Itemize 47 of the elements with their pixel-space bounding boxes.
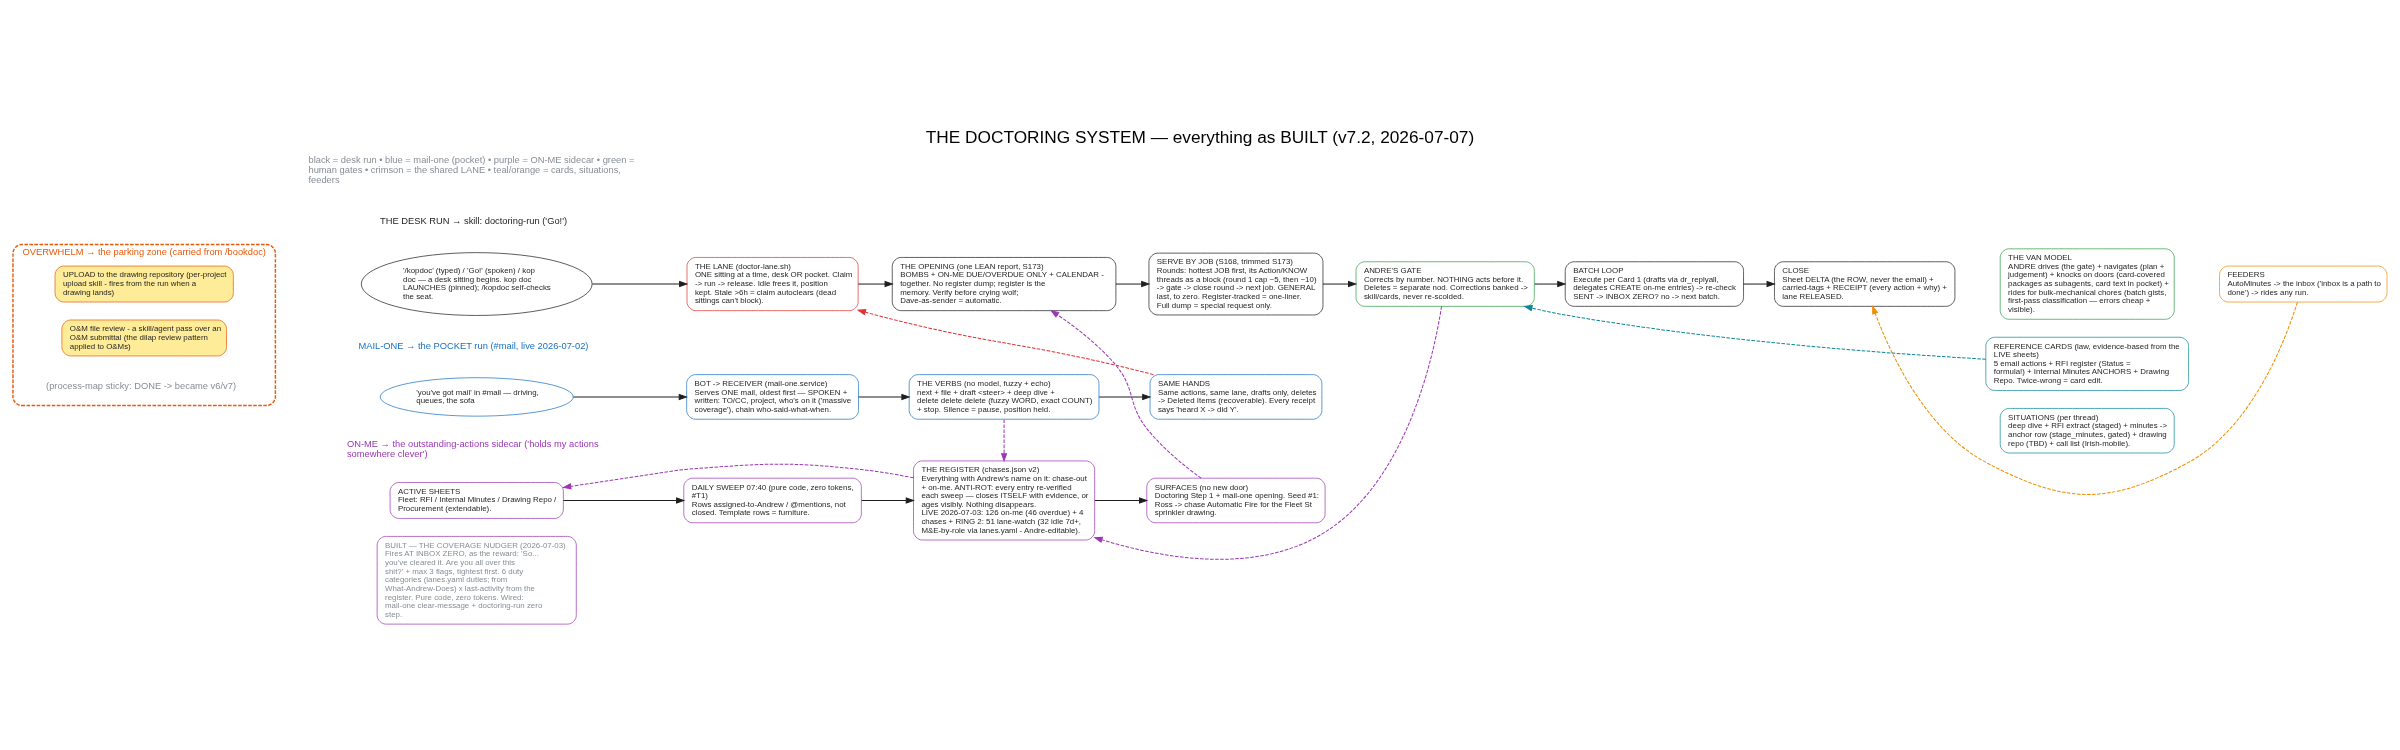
label: black = desk run • blue = mail-one (pocket) • purple = ON-ME sidecar • green = human gates • crimson = the shared LANE • teal/orange = cards, situations, feeders <box>308 154 635 185</box>
node-box: THE LANE (doctor-lane.sh) ONE sitting at a time, desk OR pocket. Claim -> run -> release. Idle frees it, position kept. Stale >6h = claim autoclears (dead sittings can't block). <box>686 257 859 311</box>
arrow <box>562 463 914 490</box>
node-box: SAME HANDS Same actions, same lane, drafts only, deletes -> Deleted Items (recoverable). Every receipt says 'heard X -> did Y'. <box>1149 374 1323 420</box>
label: THE DESK RUN → skill: doctoring-run ('Go!') <box>380 215 568 226</box>
node-box: BOT -> RECEIVER (mail-one.service) Serves ONE mail, oldest first — SPOKEN + written: TO/CC, project, who's on it ('massive coverage'), chain who-said-what-when. <box>686 374 859 420</box>
node-box: REFERENCE CARDS (law, evidence-based from the LIVE sheets) 5 email actions + RFI register (Status = formula!) + Internal Minutes ANCHORS + Drawing Repo. Twice-wrong = card edit. <box>1985 336 2189 391</box>
node-ellipse: '/kopdoc' (typed) / 'Go!' (spoken) / kop doc — a desk sitting begins. kop doc LAUNCHES (pinned); /kopdoc self-checks the seat. <box>360 252 593 316</box>
node-ellipse: 'you've got mail' in #mail — driving, queues, the sofa <box>379 377 574 417</box>
arrow <box>1115 280 1151 288</box>
arrow <box>1098 393 1152 401</box>
node-box: ACTIVE SHEETS Fleet: RFI / Internal Minutes / Drawing Repo / Procurement (extendable). <box>389 482 564 519</box>
node-box: SURFACES (no new door) Doctoring Step 1 + mail-one opening. Seed #1: Ross -> chase Automatic Fire for the Fleet St sprinkler drawing. <box>1146 477 1326 524</box>
label: ON-ME → the outstanding-actions sidecar ('holds my actions somewhere clever') <box>346 438 599 459</box>
node-box: THE VAN MODEL ANDRE drives (the gate) + navigates (plan + judgement) + knocks on doors (card-covered packages as subagents, card text in pocket) + rides for bulk-mechanical chores (batch gists, first-pass classification — errors cheap + visible). <box>1999 248 2175 320</box>
node-box: O&M file review - a skill/agent pass over an O&M submittal (the dilap review pattern applied to O&Ms) <box>61 319 227 357</box>
arrow <box>591 280 689 288</box>
node-box: BATCH LOOP Execute per Card 1 (drafts via dr_replyall, delegates CREATE on-me entries) -> re-check SENT -> INBOX ZERO? no -> next batch. <box>1564 261 1744 307</box>
node-box: CLOSE Sheet DELTA (the ROW, never the email) + carried-tags + RECEIPT (every action + why) + lane RELEASED. <box>1774 261 1956 307</box>
arrow <box>856 309 1155 376</box>
arrow <box>562 497 686 504</box>
arrow <box>572 393 688 401</box>
diagram-title: THE DOCTORING SYSTEM — everything as BUILT (v7.2, 2026-07-07) <box>925 126 1475 147</box>
arrow <box>1094 497 1149 504</box>
node-box: THE REGISTER (chases.json v2) Everything with Andrew's name on it: chase-out + on-me. ANTI-ROT: every entry re-verified each sweep — closes ITSELF with evidence, or ages visibly. Nothing disappears. LIVE 2026-07-03: 126 on-me (46 overdue) + 4 chases + RING 2: 51 lane-watch (32 idle 7d+, M&E-by-role via lanes.yaml - Andre-editable). <box>913 460 1096 541</box>
arrow <box>857 280 894 288</box>
node-box: THE OPENING (one LEAN report, S173) BOMBS + ON-ME DUE/OVERDUE ONLY + CALENDAR - together. No register dump; register is the memory. Verify before crying wolf; Dave-as-sender = automatic. <box>891 257 1117 311</box>
arrow <box>1743 280 1776 288</box>
arrow <box>1872 301 2298 495</box>
arrow <box>1093 305 1443 560</box>
arrow <box>1523 305 1987 360</box>
node-box: FEEDERS AutoMinutes -> the inbox ('inbox is a path to done') -> rides any run. <box>2219 265 2388 303</box>
node-box: SERVE BY JOB (S168, trimmed S173) Rounds: hottest JOB first, its Action/KNOW threads as a block (round 1 cap ~5, then ~10) -> gate -> close round -> next job. GENERAL last, to zero. Register-tracked = one-liner. Full dump = special request only. <box>1148 252 1324 316</box>
node-box: SITUATIONS (per thread) deep dive + RFI extract (staged) + minutes -> anchor row (stage_minutes, gated) + drawing repo (TBD) + call list (Irish-mobile). <box>1999 408 2175 454</box>
arrow <box>1322 280 1358 288</box>
label: (process-map sticky: DONE -> became v6/v7) <box>46 381 237 392</box>
node-box: BUILT — THE COVERAGE NUDGER (2026-07-03) Fires AT INBOX ZERO, as the reward: 'So... you've cleared it. Are you all over this shit?' + max 3 flags, tightest first. 6 duty categories (lanes.yaml duties; from What-Andrew-Does) x last-activity from the register. Pure code, zero tokens. Wired: mail-one clear-message + doctoring-run zero step. <box>376 536 577 625</box>
arrow <box>1050 309 1202 479</box>
arrow <box>861 497 915 504</box>
arrow <box>1534 280 1567 288</box>
node-box: THE VERBS (no model, fuzzy + echo) next + file + draft <steer> + deep dive + delete delete delete (fuzzy WORD, exact COUNT) + stop. Silence = pause, position held. <box>908 374 1100 420</box>
arrow <box>1000 418 1008 463</box>
label: MAIL-ONE → the POCKET run (#mail, live 2026-07-02) <box>358 341 589 352</box>
node-box: UPLOAD to the drawing repository (per-project upload skill - fires from the run when a drawing lands) <box>54 265 234 303</box>
node-box: ANDRE'S GATE Corrects by number. NOTHING acts before it. Deletes = separate nod. Corrections banked -> skill/cards, never re-scolded. <box>1355 261 1535 307</box>
arrow <box>858 393 911 401</box>
node-box: DAILY SWEEP 07:40 (pure code, zero tokens, #T1) Rows assigned-to-Andrew / @mentions, not closed. Template rows = furniture. <box>683 477 862 524</box>
